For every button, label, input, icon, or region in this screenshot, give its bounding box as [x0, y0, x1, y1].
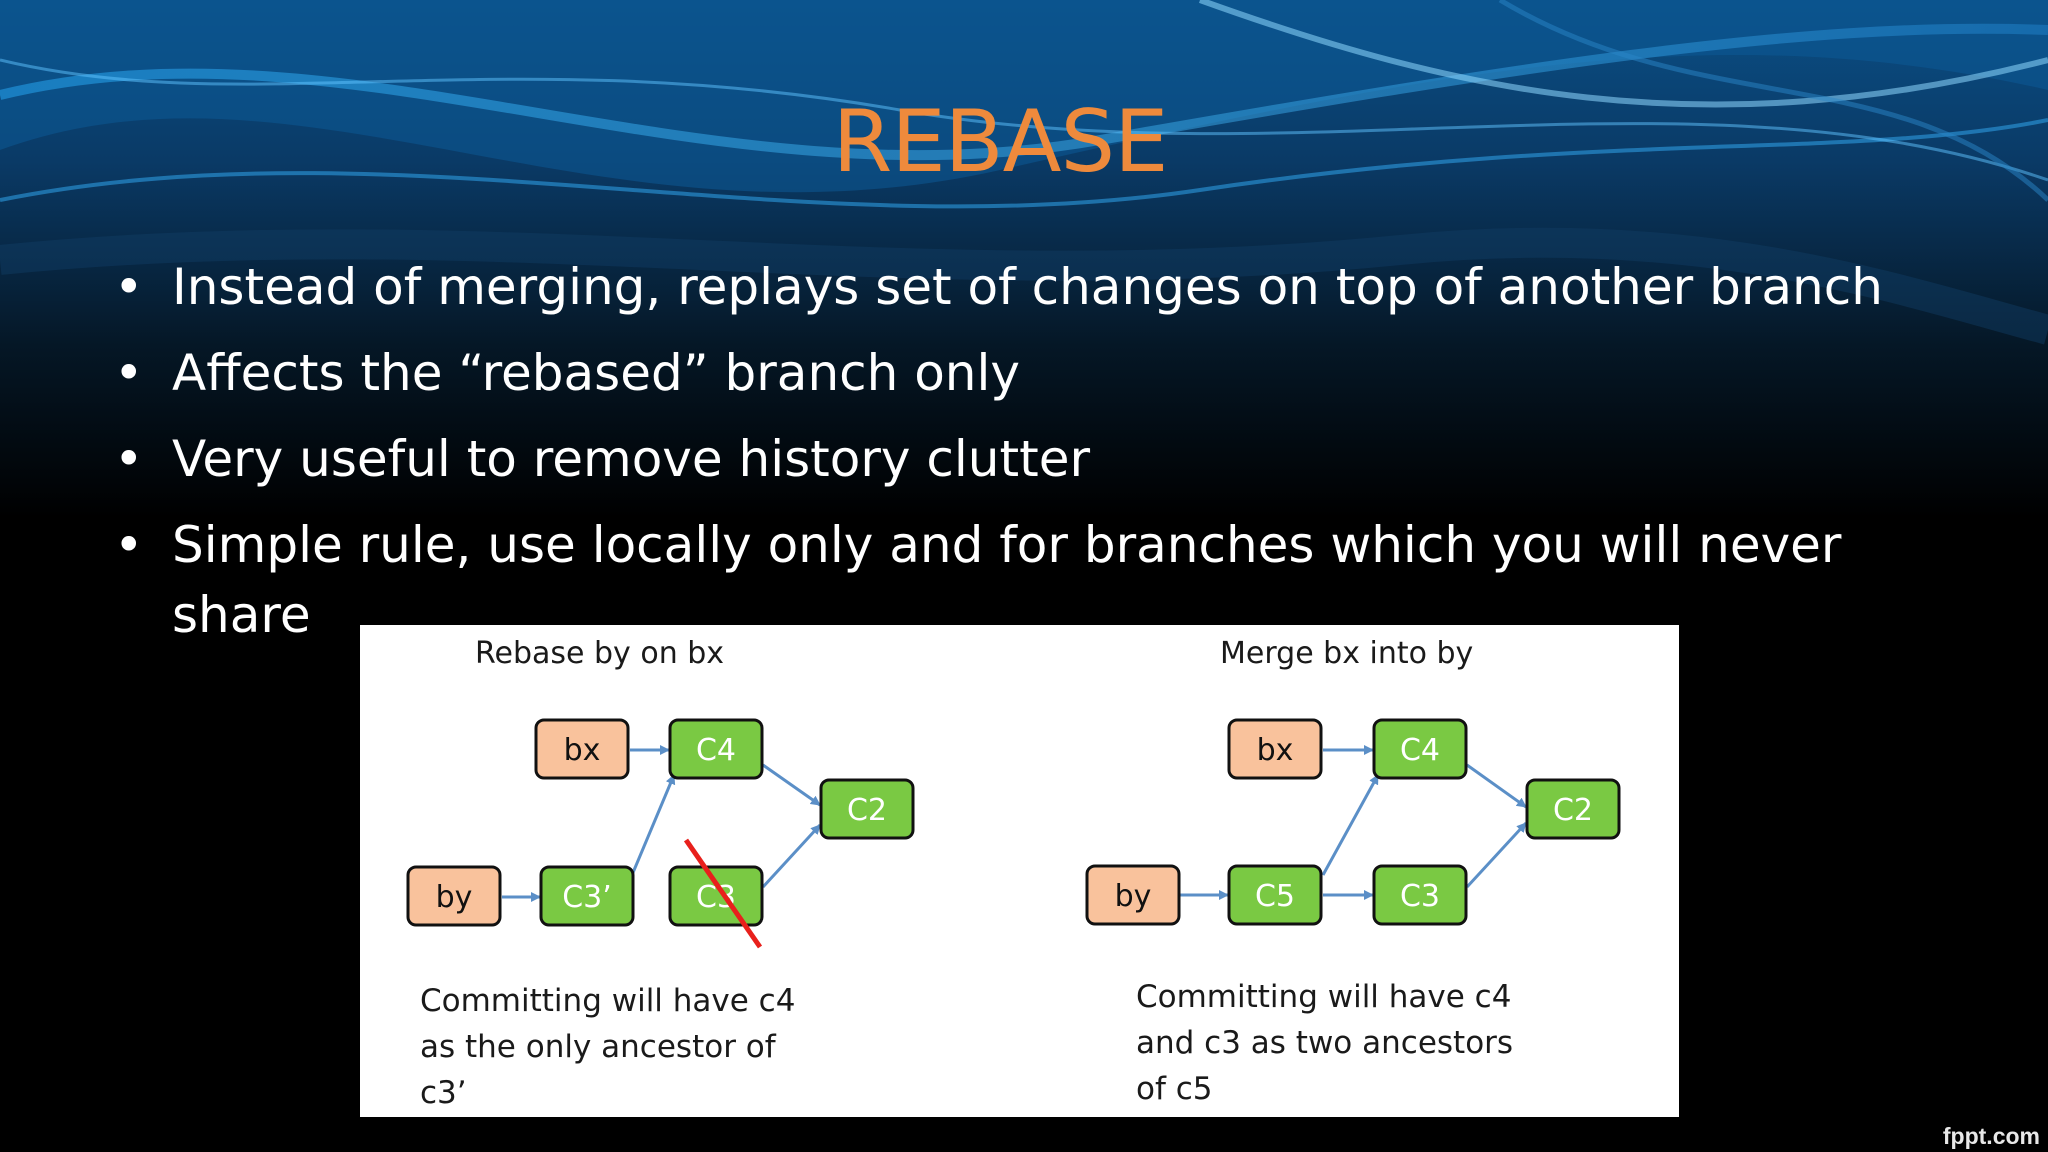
node-label: C2 — [1553, 793, 1593, 828]
bullet-dot-icon: • — [114, 430, 144, 488]
edge-c4-c2 — [762, 763, 821, 807]
node-label: by — [436, 880, 473, 915]
edge-c5-c4 — [1321, 774, 1380, 876]
node-by: by — [406, 865, 502, 927]
rebase-diagram-title: Rebase by on bx — [475, 636, 724, 671]
edge-c3p-c4 — [630, 774, 676, 876]
node-label: bx — [564, 733, 601, 768]
node-c4: C4 — [1372, 718, 1468, 780]
bullet-dot-icon: • — [114, 344, 144, 402]
node-bx: bx — [534, 718, 630, 780]
bullet-text: Simple rule, use locally only and for br… — [172, 516, 1842, 644]
node-c2: C2 — [819, 778, 915, 840]
bullet-item: • Simple rule, use locally only and for … — [108, 510, 1872, 650]
bullet-text: Affects the “rebased” branch only — [172, 344, 1020, 402]
bullet-item: • Very useful to remove history clutter — [108, 424, 1908, 494]
bullet-list: • Instead of merging, replays set of chan… — [108, 252, 1908, 666]
node-label: C4 — [696, 733, 736, 768]
bullet-dot-icon: • — [114, 258, 144, 316]
node-label: C3’ — [562, 880, 612, 915]
merge-caption: Committing will have c4 and c3 as two an… — [1136, 979, 1514, 1107]
node-c4: C4 — [668, 718, 764, 780]
edge-c3-c2 — [1465, 821, 1528, 889]
bullet-text: Instead of merging, replays set of chang… — [172, 258, 1883, 316]
node-label: bx — [1257, 733, 1294, 768]
node-c3-removed: C3 — [668, 865, 764, 927]
node-bx: bx — [1227, 718, 1323, 780]
bullet-text: Very useful to remove history clutter — [172, 430, 1091, 488]
edge-c3-c2 — [761, 823, 822, 889]
bullet-item: • Instead of merging, replays set of chan… — [108, 252, 1908, 322]
node-by: by — [1085, 864, 1181, 926]
merge-diagram-title: Merge bx into by — [1220, 636, 1473, 671]
rebase-caption: Committing will have c4 as the only ance… — [420, 983, 796, 1111]
strike-through-line — [683, 838, 763, 949]
node-c2: C2 — [1525, 778, 1621, 840]
node-label: C3 — [1400, 879, 1440, 914]
node-label: C4 — [1400, 733, 1440, 768]
node-label: C2 — [847, 793, 887, 828]
edge-c4-c2 — [1466, 763, 1527, 809]
node-label: C5 — [1255, 879, 1295, 914]
git-diagram: Rebase by on bx bx C4 C2 — [360, 625, 1679, 1117]
watermark-logo: fppt.com — [1942, 1123, 2040, 1149]
slide-title: REBASE — [832, 92, 1169, 192]
bullet-item: • Affects the “rebased” branch only — [108, 338, 1908, 408]
node-c5: C5 — [1227, 864, 1323, 926]
bullet-dot-icon: • — [114, 516, 144, 574]
node-c3-prime: C3’ — [539, 865, 635, 927]
git-diagram-svg: Rebase by on bx bx C4 C2 — [406, 636, 1621, 949]
node-c3: C3 — [1372, 864, 1468, 926]
node-label: by — [1115, 879, 1152, 914]
